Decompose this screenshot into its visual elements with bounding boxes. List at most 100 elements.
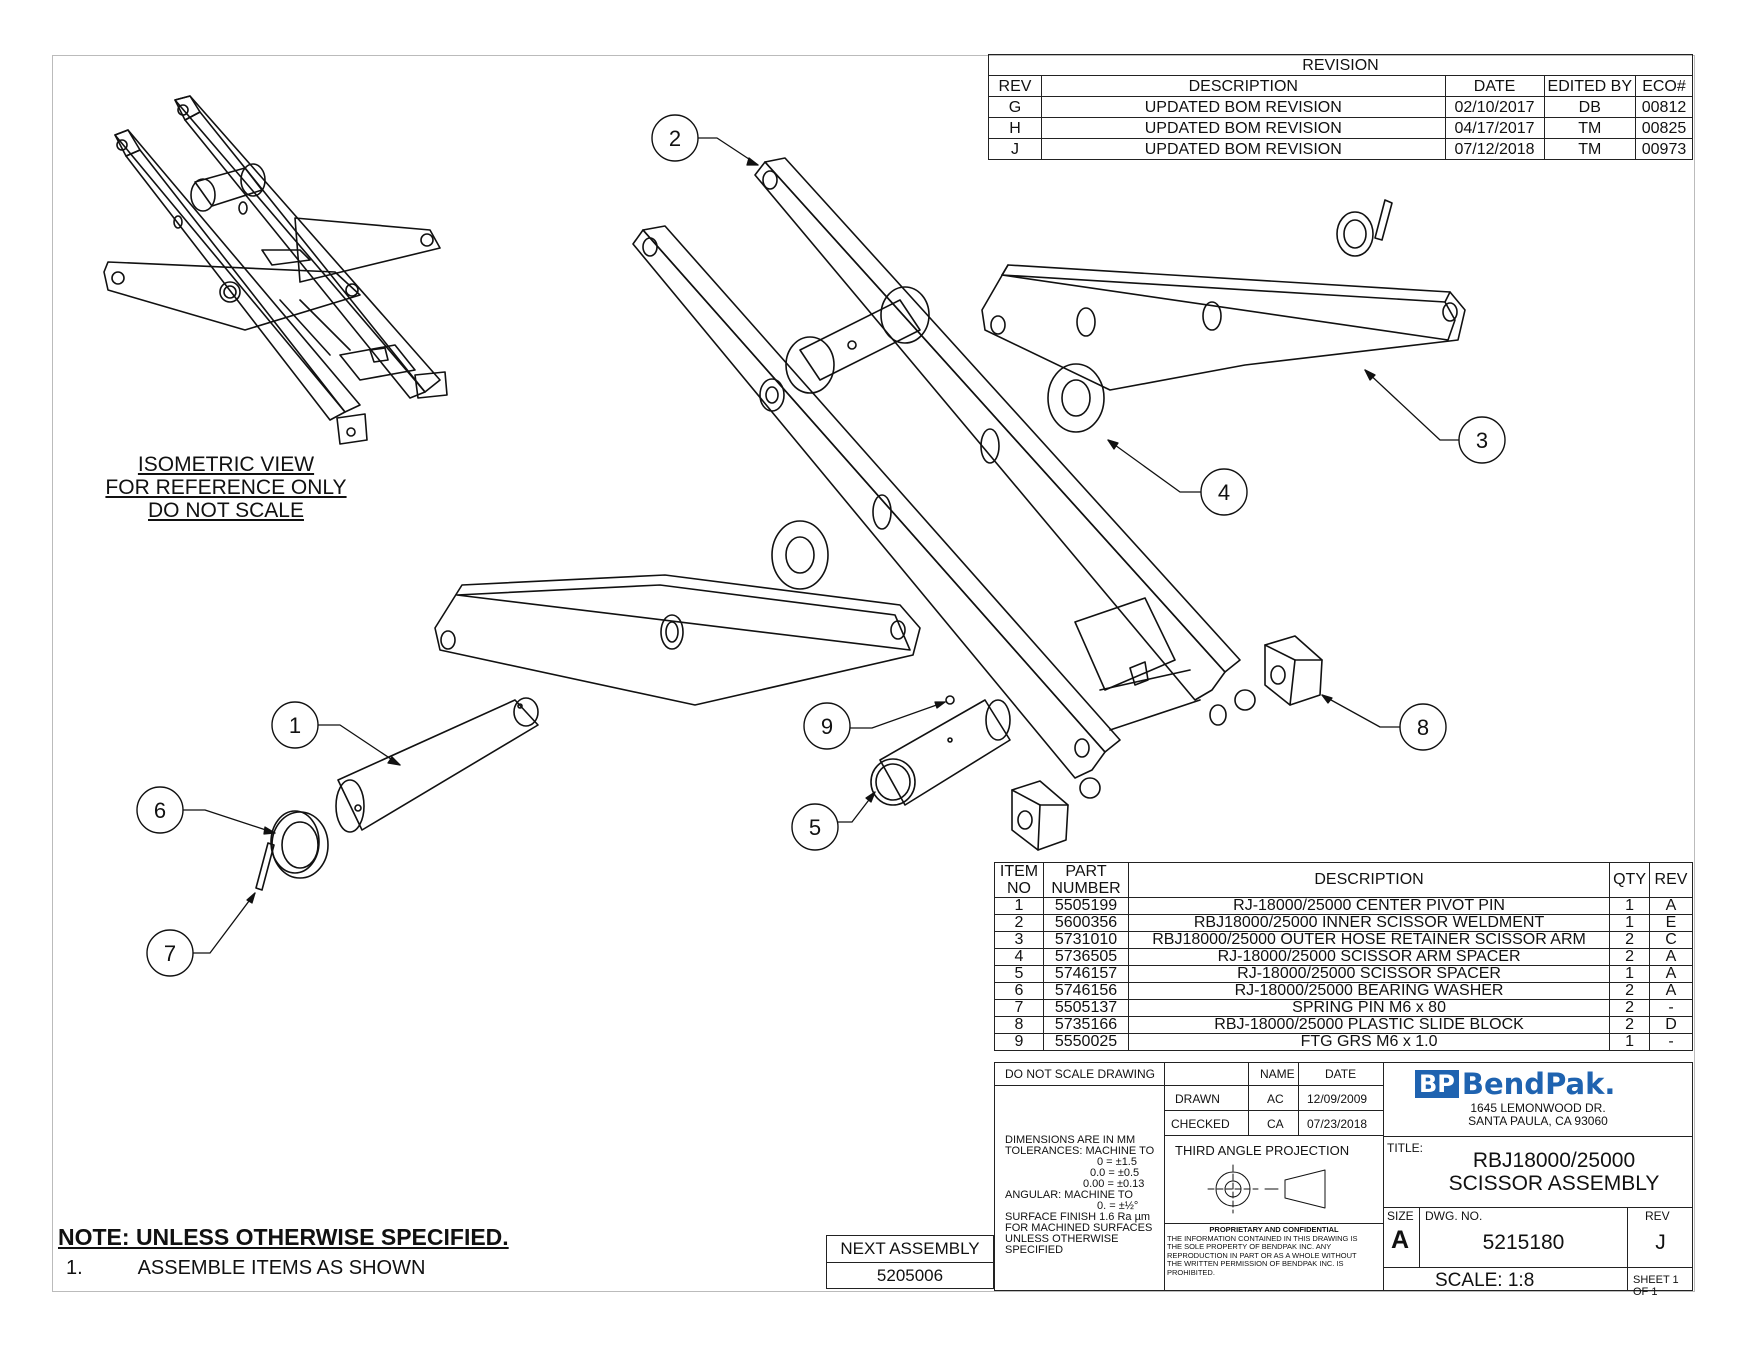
rev-cell: G — [988, 96, 1042, 118]
drawn-name: AC — [1267, 1092, 1284, 1106]
qty-cell: 2 — [1609, 931, 1650, 949]
date-cell: 07/12/2018 — [1444, 138, 1545, 160]
address-line-2: SANTA PAULA, CA 93060 — [1468, 1114, 1608, 1128]
svg-text:1: 1 — [289, 713, 301, 738]
part-number-cell: 5505137 — [1043, 999, 1129, 1017]
balloon-3[interactable]: 3 — [1458, 416, 1506, 464]
revision-title: REVISION — [988, 54, 1693, 76]
date-cell: 02/10/2017 — [1444, 96, 1545, 118]
balloon-9[interactable]: 9 — [803, 702, 851, 750]
svg-text:3: 3 — [1476, 428, 1488, 453]
proprietary-notice: PROPRIETARY AND CONFIDENTIAL THE INFORMA… — [1167, 1225, 1381, 1277]
balloon-leaders — [182, 137, 1461, 954]
balloon-8[interactable]: 8 — [1399, 703, 1447, 751]
svg-text:6: 6 — [154, 798, 166, 823]
balloon-1[interactable]: 1 — [271, 701, 319, 749]
tolerance-line: SURFACE FINISH 1.6 Ra µm — [1005, 1211, 1151, 1223]
checked-name: CA — [1267, 1117, 1284, 1131]
note-text: ASSEMBLE ITEMS AS SHOWN — [137, 1257, 426, 1279]
description-col-header: DESCRIPTION — [1127, 862, 1611, 898]
rev-cell: E — [1649, 914, 1693, 932]
bendpak-logo: BP BendPak. — [1415, 1067, 1615, 1101]
item-no-cell: 9 — [994, 1033, 1044, 1051]
svg-text:9: 9 — [821, 714, 833, 739]
part-number-cell: 5746157 — [1043, 965, 1129, 983]
proprietary-line: THE INFORMATION CONTAINED IN THIS DRAWIN… — [1167, 1233, 1358, 1243]
proprietary-line: THE SOLE PROPERTY OF BENDPAK INC. ANY — [1167, 1242, 1332, 1251]
projection-label: THIRD ANGLE PROJECTION — [1175, 1143, 1350, 1158]
table-row: G UPDATED BOM REVISION 02/10/2017 DB 008… — [988, 96, 1693, 118]
qty-cell: 2 — [1609, 999, 1650, 1017]
description-cell: UPDATED BOM REVISION — [1041, 138, 1446, 160]
top-washer-and-pin — [1336, 199, 1393, 257]
drawn-date: 12/09/2009 — [1307, 1092, 1368, 1106]
date-cell: 04/17/2017 — [1444, 117, 1545, 139]
balloon-2[interactable]: 2 — [651, 114, 699, 162]
tolerance-line: 0 = ±1.5 — [1097, 1156, 1137, 1168]
third-angle-projection-symbol — [1207, 1164, 1326, 1214]
checked-date: 07/23/2018 — [1307, 1117, 1368, 1131]
isometric-view-note: ISOMETRIC VIEW FOR REFERENCE ONLY DO NOT… — [88, 453, 364, 522]
svg-text:8: 8 — [1417, 715, 1429, 740]
qty-cell: 1 — [1609, 914, 1650, 932]
outer-scissor-arm-bottom — [434, 574, 921, 706]
description-cell: UPDATED BOM REVISION — [1041, 96, 1446, 118]
rev-col-header: REV — [1649, 862, 1693, 898]
rev-cell: - — [1649, 1033, 1693, 1051]
svg-text:4: 4 — [1218, 480, 1230, 505]
size-label: SIZE — [1387, 1209, 1414, 1223]
tolerance-line: DIMENSIONS ARE IN MM — [1005, 1134, 1136, 1146]
item-no-col-header: ITEM NO — [994, 862, 1044, 898]
balloon-7[interactable]: 7 — [146, 929, 194, 977]
svg-text:2: 2 — [669, 126, 681, 151]
edited-by-cell: DB — [1543, 96, 1637, 118]
rev-cell: D — [1649, 1016, 1693, 1034]
description-cell: RBJ18000/25000 INNER SCISSOR WELDMENT — [1127, 914, 1611, 932]
iso-note-line: ISOMETRIC VIEW — [137, 453, 315, 476]
description-cell: FTG GRS M6 x 1.0 — [1127, 1033, 1611, 1051]
item-no-cell: 8 — [994, 1016, 1044, 1034]
balloon-4[interactable]: 4 — [1200, 468, 1248, 516]
logo-mark: BP — [1415, 1070, 1459, 1098]
part-number-cell: 5505199 — [1043, 897, 1129, 915]
part-number-col-header: PART NUMBER — [1043, 862, 1129, 898]
description-col-header: DESCRIPTION — [1041, 75, 1446, 97]
svg-text:5: 5 — [809, 815, 821, 840]
rev-cell: J — [988, 138, 1042, 160]
table-row: J UPDATED BOM REVISION 07/12/2018 TM 009… — [988, 138, 1693, 160]
sheet-label: SHEET 1 OF 1 — [1633, 1274, 1679, 1298]
bom-header-row: ITEM NO PART NUMBER DESCRIPTION QTY REV — [994, 862, 1693, 898]
outer-scissor-arm-top — [981, 264, 1466, 391]
balloon-5[interactable]: 5 — [791, 803, 839, 851]
qty-cell: 2 — [1609, 982, 1650, 1000]
rev-col-header: REV — [988, 75, 1042, 97]
notes-title: NOTE: UNLESS OTHERWISE SPECIFIED. — [58, 1224, 509, 1250]
qty-cell: 1 — [1609, 897, 1650, 915]
tolerance-line: TOLERANCES: MACHINE TO — [1005, 1145, 1155, 1157]
spring-pin — [255, 842, 275, 891]
proprietary-line: REPRODUCTION IN PART OR AS A WHOLE WITHO… — [1167, 1250, 1357, 1260]
rev-cell: A — [1649, 948, 1693, 966]
qty-col-header: QTY — [1609, 862, 1650, 898]
scissor-spacer — [870, 699, 1011, 806]
edited-by-cell: TM — [1543, 138, 1637, 160]
next-assembly-label: NEXT ASSEMBLY — [827, 1236, 993, 1263]
rev-value: J — [1655, 1231, 1666, 1254]
balloon-6[interactable]: 6 — [136, 786, 184, 834]
tolerance-line: FOR MACHINED SURFACES — [1005, 1222, 1153, 1234]
item-no-cell: 1 — [994, 897, 1044, 915]
rev-cell: A — [1649, 982, 1693, 1000]
title-label: TITLE: — [1387, 1141, 1424, 1155]
isometric-view — [103, 95, 448, 445]
title-line-2: SCISSOR ASSEMBLY — [1448, 1172, 1660, 1195]
description-cell: RJ-18000/25000 SCISSOR ARM SPACER — [1127, 948, 1611, 966]
date-col-header: DATE — [1444, 75, 1545, 97]
tolerance-line: 0. = ±½° — [1097, 1200, 1139, 1212]
